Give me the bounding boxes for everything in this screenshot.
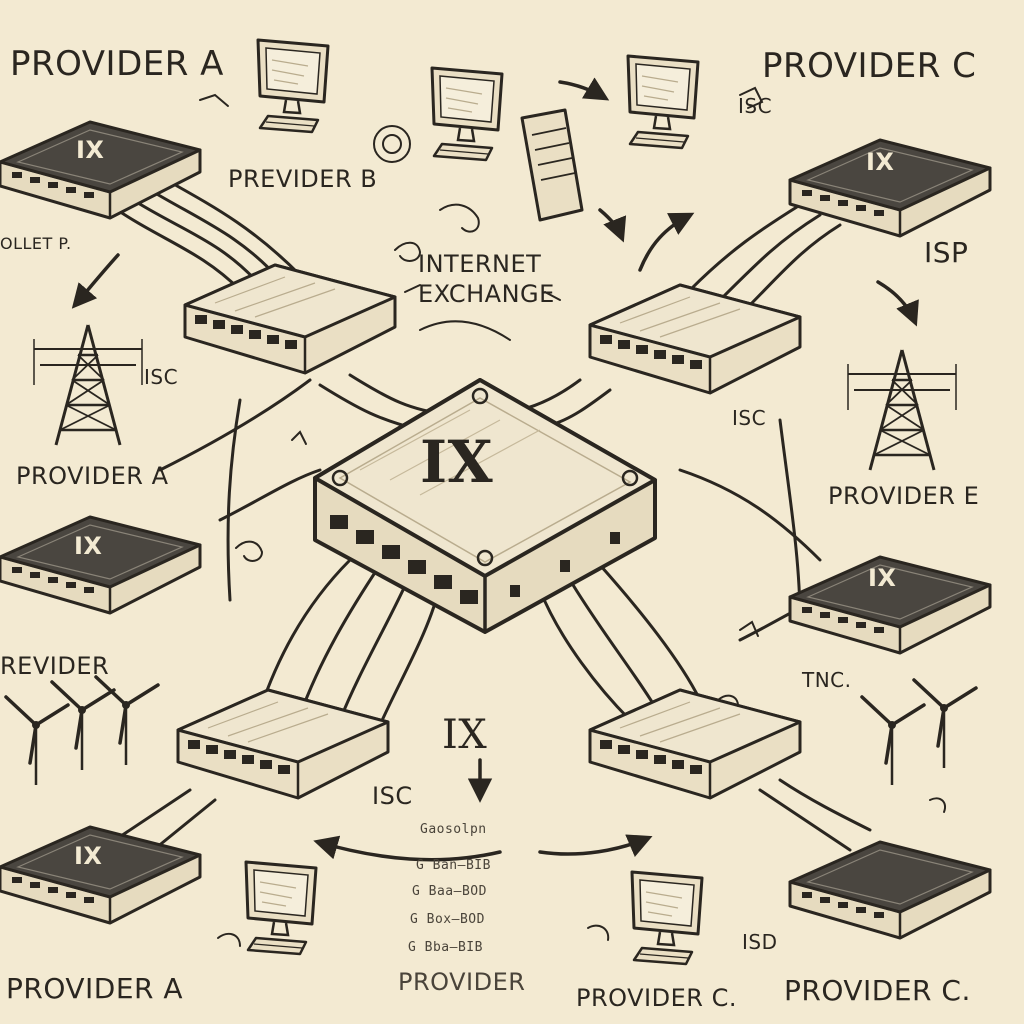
arrow-icon: [313, 835, 502, 862]
label-provider-bottom-center: PROVIDER: [398, 968, 526, 996]
doodle-swirl: [235, 540, 264, 562]
doodle-swirl: [217, 932, 241, 947]
arrow-icon: [598, 208, 627, 243]
label-isc-center-right: ISC: [732, 406, 767, 430]
wind-turbine-icon: [4, 695, 70, 787]
doodle-group: [199, 86, 946, 947]
cable: [778, 418, 802, 622]
doodle-swirl: [739, 86, 764, 109]
ix-box-label: IX: [76, 136, 105, 164]
label-provider-b-inner: PREVIDER B: [228, 165, 378, 193]
ix-box-label: IX: [74, 532, 103, 560]
label-provider-cut-left: REVIDER: [0, 652, 110, 680]
doodle-swirl: [199, 93, 229, 107]
cable: [758, 788, 852, 852]
note-line: G Bba—BIB: [408, 940, 483, 955]
arrow-icon: [558, 77, 610, 101]
arrow-icon: [538, 834, 653, 857]
label-internet-exchange-2: EXCHANGE: [418, 280, 555, 308]
note-line: G Ban—BIB: [416, 858, 491, 873]
wind-turbine-icon: [912, 678, 978, 770]
doodle-circle: [373, 125, 411, 163]
label-provider-e-right: PROVIDER E: [828, 482, 980, 510]
central-ix-switch-icon: [313, 378, 657, 634]
wind-turbine-icon: [94, 675, 160, 767]
label-isp: ISP: [924, 236, 969, 269]
doodle-swirl: [394, 241, 422, 262]
ix-appliance-icon: [788, 840, 992, 940]
cable: [338, 573, 412, 722]
label-ix-bottom-center: IX: [442, 712, 488, 758]
ix-box-label: IX: [866, 148, 895, 176]
note-line: G Baa—BOD: [412, 884, 487, 899]
arrow-icon: [876, 280, 919, 327]
cable: [128, 196, 262, 287]
computer-monitor-icon: [626, 54, 700, 150]
cable: [743, 223, 842, 312]
server-tower-icon: [520, 108, 584, 222]
doodle-swirl: [404, 284, 561, 301]
doodle-swirl: [439, 203, 480, 233]
label-internet-exchange-1: INTERNET: [418, 250, 542, 278]
arrow-icon: [71, 253, 120, 309]
note-line: G Box—BOD: [410, 912, 485, 927]
label-isd-bottom-right: ISD: [742, 930, 778, 954]
computer-monitor-icon: [244, 860, 318, 956]
cable: [778, 778, 872, 832]
cable: [718, 213, 822, 302]
doodle-swirl: [739, 620, 759, 637]
computer-monitor-icon: [630, 870, 704, 966]
label-provider-a-bottom: PROVIDER A: [6, 972, 184, 1005]
cable: [218, 468, 322, 522]
cable: [226, 398, 242, 602]
arrow-icon: [638, 212, 695, 272]
label-ix-center: IX: [420, 428, 494, 496]
doodle-swirl: [929, 797, 946, 813]
network-switch-icon: [183, 263, 397, 375]
label-partial-left: OLLET P.: [0, 234, 72, 253]
label-isc-left: ISC: [144, 365, 179, 389]
doodle-swirl: [291, 430, 307, 445]
ix-box-label: IX: [868, 564, 897, 592]
label-tnc-right: TNC.: [802, 668, 852, 692]
label-provider-c-top: PROVIDER C: [762, 46, 977, 86]
cable: [568, 578, 662, 717]
label-provider-a-mid: PROVIDER A: [16, 462, 169, 490]
label-isc-bottom-left: ISC: [372, 782, 413, 810]
label-provider-c-bottom-center: PROVIDER C.: [576, 984, 737, 1012]
cable: [538, 588, 632, 722]
label-provider-c-bottom-right: PROVIDER C.: [784, 974, 971, 1007]
doodle-swirl: [419, 320, 511, 341]
cable: [168, 180, 302, 277]
transmission-tower-icon: [846, 348, 958, 472]
network-switch-icon: [588, 283, 802, 395]
label-provider-a-top: PROVIDER A: [10, 44, 224, 84]
cable: [158, 378, 312, 472]
cable: [108, 203, 242, 292]
wind-turbine-icon: [50, 680, 116, 772]
transmission-tower-icon: [32, 323, 144, 447]
cable: [148, 188, 282, 282]
doodle-swirl: [717, 694, 739, 707]
cable: [378, 583, 442, 727]
ix-box-label: IX: [74, 842, 103, 870]
wind-turbine-icon: [860, 695, 926, 787]
cable: [598, 563, 702, 702]
cable: [298, 563, 382, 717]
doodle-circle: [382, 134, 402, 154]
network-switch-icon: [588, 688, 802, 800]
computer-monitor-icon: [256, 38, 330, 134]
label-isc-top-right: ISC: [738, 94, 773, 118]
network-switch-icon: [176, 688, 390, 800]
cable: [688, 203, 802, 292]
cable: [678, 468, 822, 562]
cable: [518, 378, 582, 412]
computer-monitor-icon: [430, 66, 504, 162]
doodle-swirl: [587, 924, 610, 941]
note-line: Gaosolpn: [420, 822, 487, 837]
